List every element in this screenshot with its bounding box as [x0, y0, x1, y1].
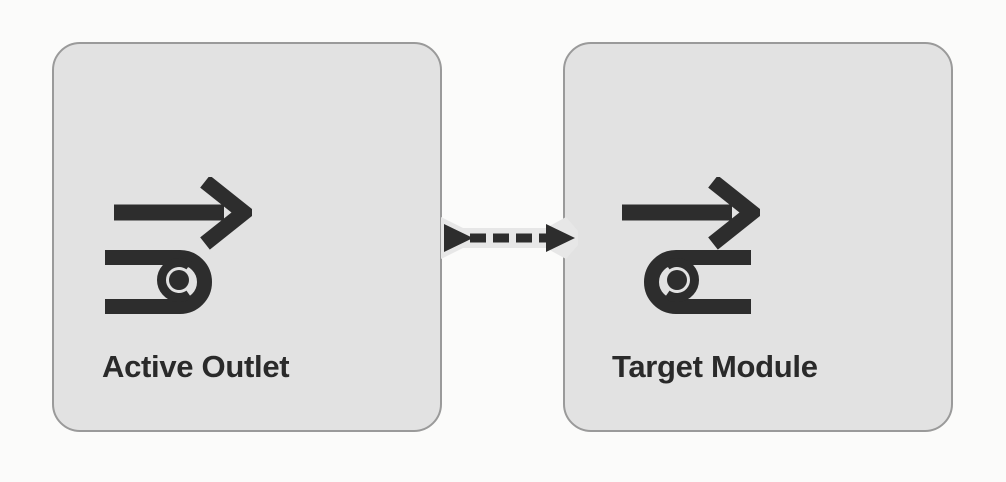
connector-halo	[441, 217, 578, 259]
node-label-active-outlet: Active Outlet	[102, 349, 290, 384]
connector-start-arrowhead-icon	[444, 224, 473, 252]
roll-shape-mirrored	[644, 250, 751, 314]
node-label-target-module: Target Module	[612, 349, 818, 384]
roll-feed-arrow-right-icon	[105, 177, 252, 314]
roll-shape	[105, 250, 212, 314]
node-target-module[interactable]: Target Module	[563, 42, 953, 432]
node-active-outlet[interactable]: Active Outlet	[52, 42, 442, 432]
roll-feed-arrow-right-mirrored-icon	[622, 177, 760, 314]
